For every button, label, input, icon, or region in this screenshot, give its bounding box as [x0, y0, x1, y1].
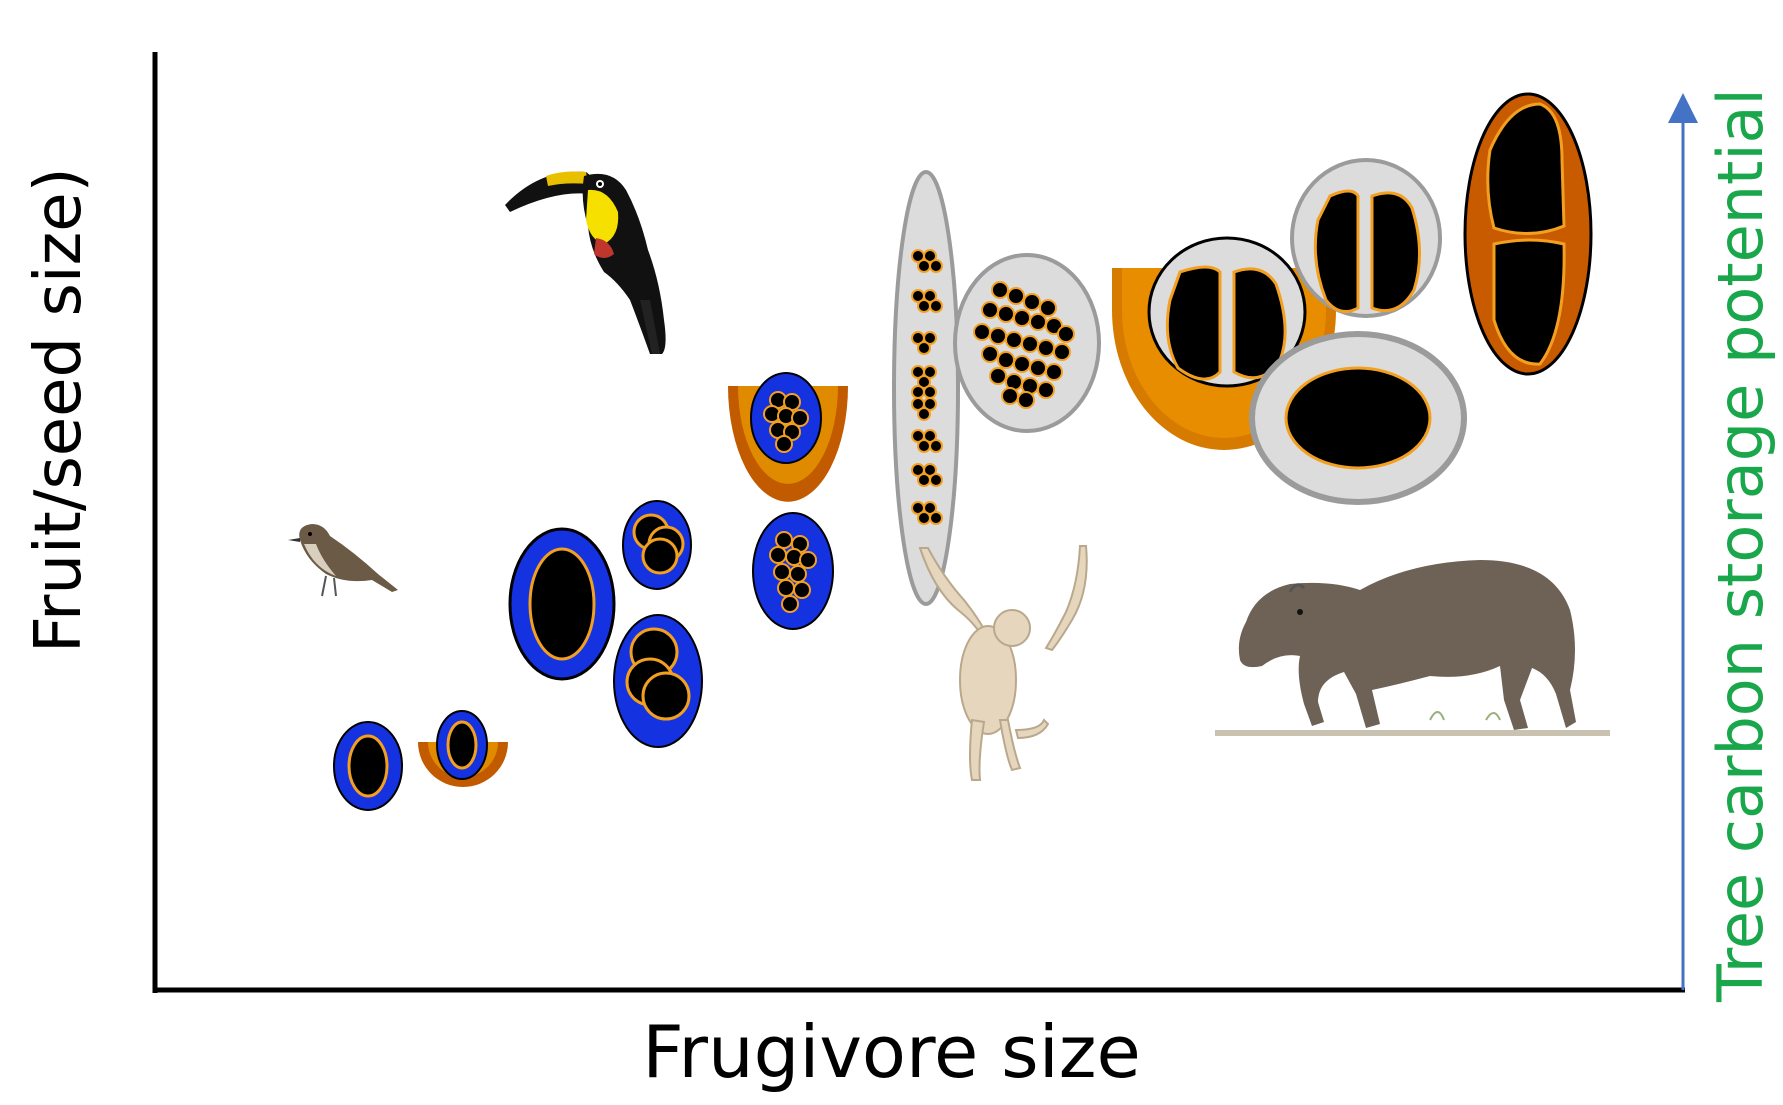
- spider-monkey-illustration: [920, 546, 1087, 780]
- fruit-gray-round-many-seeds: [955, 255, 1099, 431]
- fruit-small-blue-1: [334, 722, 402, 810]
- fruit-gray-twoseed-top: [1292, 160, 1440, 316]
- fruit-gray-oval-oneseed: [1252, 334, 1464, 502]
- fruit-blue-multiseed-1: [623, 501, 691, 589]
- fruit-small-cup-1: [418, 711, 508, 787]
- small-bird-illustration: [288, 524, 398, 596]
- fruit-cup-multiseed: [728, 373, 848, 502]
- fruit-blue-multiseed-2: [614, 615, 702, 747]
- fruit-large-blue-1: [510, 529, 614, 679]
- y-axis-label: Fruit/seed size): [22, 167, 96, 653]
- fruit-blue-many-seeds: [753, 513, 833, 629]
- toucan-illustration: [505, 172, 666, 355]
- fruit-long-pod: [894, 172, 958, 604]
- x-axis-label: Frugivore size: [0, 1010, 1783, 1094]
- fruit-orange-large-twoseed: [1465, 94, 1591, 374]
- tapir-illustration: [1215, 560, 1610, 736]
- secondary-axis-label: Tree carbon storage potential: [1704, 88, 1777, 1002]
